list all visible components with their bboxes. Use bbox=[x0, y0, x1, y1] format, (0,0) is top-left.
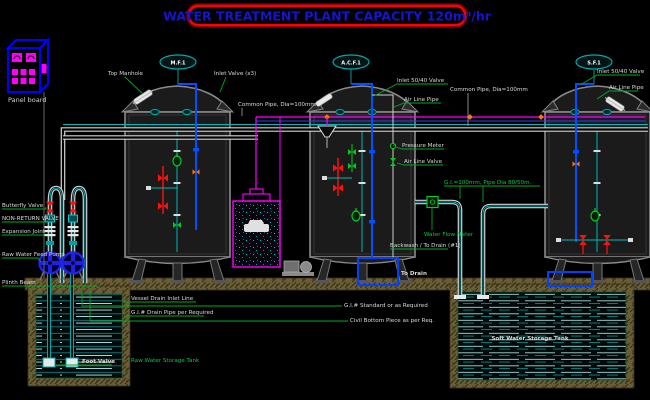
vessel-tags: M.F.1 A.C.F.1 S.F.1 bbox=[159, 54, 613, 84]
vessel-2-carbon-filter bbox=[306, 85, 419, 284]
chemical-funnel-icon bbox=[317, 125, 337, 138]
label-inlet-valve-x3: Inlet Valve (x3) bbox=[214, 71, 256, 77]
label-pressure-meter: Pressure Meter bbox=[402, 143, 445, 149]
vessel-3-valves bbox=[556, 161, 633, 254]
label-top-manhole: Top Manhole bbox=[107, 71, 144, 77]
vessel-1-tag: M.F.1 bbox=[171, 61, 186, 67]
expansion-joint-icon bbox=[44, 226, 79, 237]
vessel-1-multimedia-filter bbox=[121, 85, 234, 284]
label-air-line-valve: Air Line Valve bbox=[404, 159, 443, 165]
page-title: WATER TREATMENT PLANT CAPACITY 120m³/hr bbox=[163, 9, 492, 24]
blue-valve-handle-icon bbox=[193, 148, 579, 224]
soft-water-storage-tank bbox=[449, 283, 635, 389]
label-gi-pipe-dia: G.I.=100mm, Pipe Dia 80/50m. bbox=[444, 180, 532, 186]
annotations: Top Manhole Inlet Valve (x3) Common Pipe… bbox=[2, 69, 645, 365]
label-common-pipe-2: Common Pipe, Dia=100mm bbox=[450, 87, 528, 93]
chemical-label bbox=[248, 220, 264, 224]
title-banner: WATER TREATMENT PLANT CAPACITY 120m³/hr bbox=[163, 3, 492, 28]
label-gi-drain-pipe: G.I.# Drain Pipe per Required bbox=[131, 310, 214, 316]
label-to-drain: To Drain bbox=[401, 271, 427, 277]
vessel-2-valves bbox=[317, 117, 361, 222]
panel-board: Panel board bbox=[5, 37, 51, 278]
label-foot-valve: Foot Valve bbox=[82, 359, 115, 365]
leader-lines bbox=[2, 74, 640, 366]
panel-board-label: Panel board bbox=[8, 96, 46, 104]
raw-water-storage-tank bbox=[27, 285, 131, 387]
air-line-pipe bbox=[372, 94, 397, 258]
water-flow-meter-icon bbox=[426, 195, 439, 209]
pump-discharge-hoops bbox=[47, 185, 88, 283]
pressure-meter-icon bbox=[389, 142, 397, 150]
label-plinth-beam: Plinth Beam bbox=[2, 280, 36, 286]
manhole-icon bbox=[132, 89, 154, 105]
label-expansion-joint: Expansion Joint bbox=[2, 229, 46, 235]
chemical-dosing-tank bbox=[232, 117, 281, 268]
main-pipe-header bbox=[60, 116, 648, 200]
drain-pit-1 bbox=[357, 257, 399, 286]
label-backwash: Backwash / To Drain (#1) bbox=[390, 243, 461, 249]
suction-pipes bbox=[42, 274, 79, 368]
label-raw-water-feed-pump: Raw Water Feed Pump bbox=[2, 252, 65, 258]
foot-valve-icon bbox=[65, 357, 79, 368]
label-raw-water-storage-tank: Raw Water Storage Tank bbox=[131, 358, 200, 364]
pipe-flange bbox=[454, 295, 466, 299]
label-inlet-5040-valve-t3: Inlet 50/40 Valve bbox=[597, 69, 645, 75]
vessel-2-tag: A.C.F.1 bbox=[341, 61, 361, 67]
label-non-return-valve: NON-RETURN VALVE bbox=[2, 216, 59, 222]
manhole-icon bbox=[604, 96, 626, 112]
vessel-3-softener bbox=[541, 85, 650, 284]
blue-inlet-lines bbox=[178, 83, 594, 258]
label-air-line-pipe-t2: Air Line Pipe bbox=[404, 97, 439, 103]
soft-water-outlet-pipes bbox=[415, 195, 548, 299]
label-common-pipe-1: Common Pipe, Dia=100mm bbox=[238, 102, 316, 108]
dosing-pump bbox=[279, 117, 314, 276]
raw-water-feed-pump-2 bbox=[61, 251, 85, 281]
non-return-valve-icon bbox=[45, 214, 55, 223]
vessel-3-tag: S.F.1 bbox=[587, 61, 601, 67]
label-civil-bottom: Civil Bottom Piece as per Req. bbox=[350, 318, 434, 324]
label-soft-water-storage-tank: Soft Water Storage Tank bbox=[491, 336, 569, 342]
drain-pit-2 bbox=[547, 271, 593, 287]
chemical-injector-icon bbox=[324, 114, 544, 120]
panel-controls-icon bbox=[12, 53, 47, 84]
riser-valves bbox=[44, 201, 79, 245]
raw-water-feed-pump-1 bbox=[38, 251, 62, 281]
vessel-1-valves bbox=[146, 153, 200, 229]
label-vessel-drain-inlet: Vessel Drain Inlet Line bbox=[131, 296, 194, 302]
pipe-flange bbox=[477, 295, 489, 299]
non-return-valve-icon bbox=[68, 214, 78, 223]
label-water-flow-meter: Water Flow Meter bbox=[424, 232, 474, 238]
label-butterfly-valve: Butterfly Valve bbox=[2, 203, 44, 209]
label-air-line-pipe-t3: Air Line Pipe bbox=[609, 85, 644, 91]
manhole-icon bbox=[315, 93, 333, 107]
foot-valve-icon bbox=[42, 357, 56, 368]
label-inlet-5040-valve-t2: Inlet 50/40 Valve bbox=[397, 78, 445, 84]
label-gi-standard: G.I.# Standard or as Required bbox=[344, 303, 428, 309]
